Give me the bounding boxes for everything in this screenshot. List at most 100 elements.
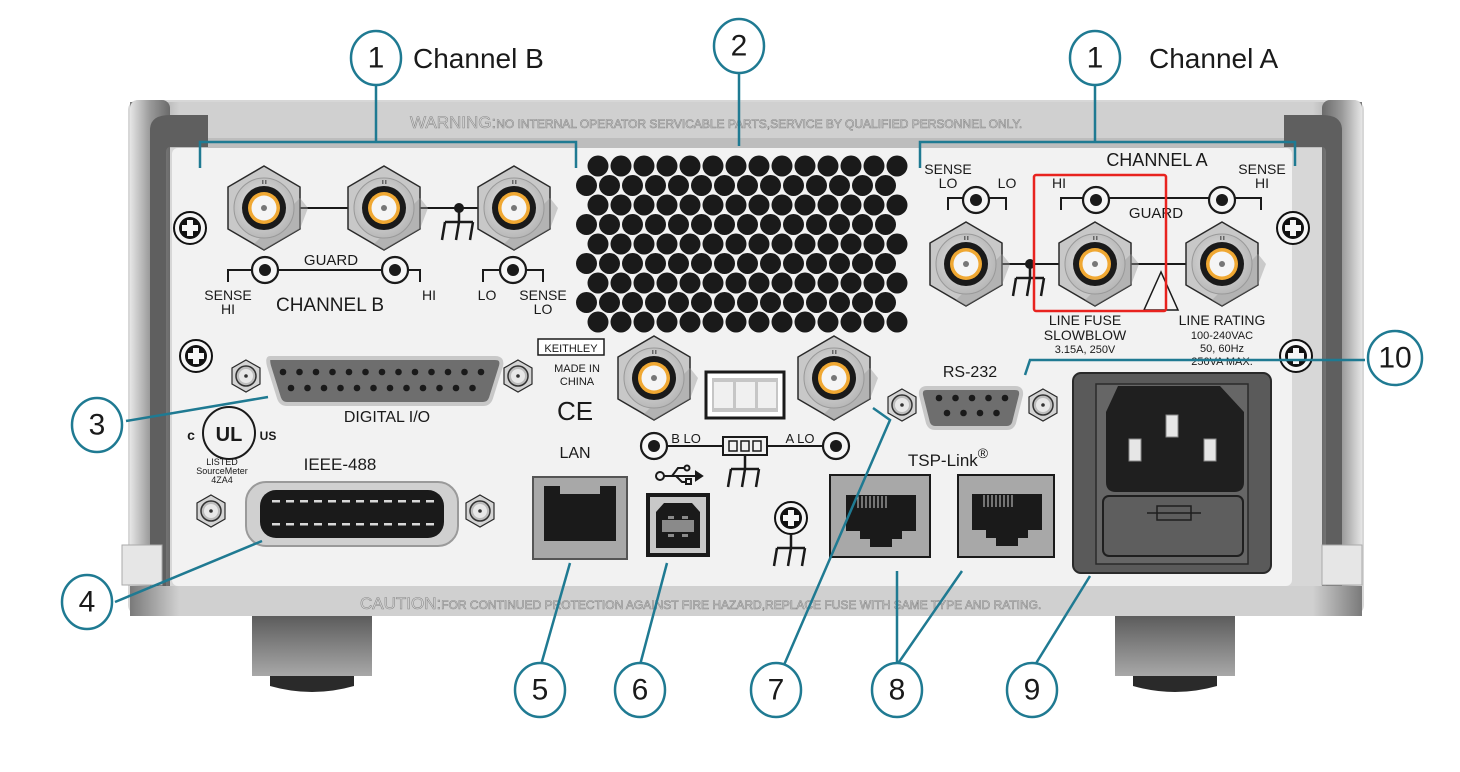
vent-hole bbox=[668, 175, 689, 196]
power-inlet[interactable] bbox=[1106, 386, 1244, 492]
svg-text:A LO: A LO bbox=[786, 431, 815, 446]
vent-hole bbox=[633, 272, 655, 294]
svg-text:3: 3 bbox=[89, 409, 106, 442]
vent-hole bbox=[702, 272, 724, 294]
panel-screw-icon bbox=[1276, 211, 1310, 245]
pin bbox=[296, 368, 303, 376]
vent-hole bbox=[783, 253, 804, 274]
vent-hole bbox=[748, 272, 770, 294]
vent-hole bbox=[622, 292, 643, 313]
keithley-logo: KEITHLEY bbox=[544, 343, 598, 355]
vent-hole bbox=[840, 194, 862, 216]
panel-screw-icon bbox=[179, 339, 213, 373]
vent-hole bbox=[840, 233, 862, 255]
vent-hole bbox=[702, 155, 724, 177]
ul-mark: c UL US LISTED SourceMeter 4ZA4 bbox=[187, 406, 276, 485]
vent-hole bbox=[576, 292, 597, 313]
pin bbox=[342, 500, 350, 503]
vent-hole bbox=[645, 175, 666, 196]
vent-hole bbox=[783, 292, 804, 313]
rs232-label: RS-232 bbox=[943, 364, 997, 381]
vent-hole bbox=[656, 311, 678, 333]
svg-text:UL: UL bbox=[216, 424, 243, 446]
vent-hole bbox=[840, 311, 862, 333]
sense-hi-label: SENSE bbox=[204, 287, 251, 303]
vent-hole bbox=[829, 253, 850, 274]
svg-text:2: 2 bbox=[731, 30, 748, 63]
lo-label: LO bbox=[478, 287, 497, 303]
vent-hole bbox=[679, 272, 701, 294]
vent-hole bbox=[760, 292, 781, 313]
tsp-link-port-1[interactable] bbox=[829, 474, 931, 558]
svg-text:B LO: B LO bbox=[671, 431, 701, 446]
guard-label: GUARD bbox=[304, 252, 358, 269]
interlock-switch[interactable] bbox=[704, 370, 786, 420]
digital-io-port[interactable] bbox=[266, 356, 504, 406]
chassis-ground-screw-icon[interactable] bbox=[774, 501, 808, 535]
pin bbox=[287, 384, 295, 392]
vent-hole bbox=[771, 194, 793, 216]
pin bbox=[952, 394, 959, 402]
vent-hole bbox=[852, 175, 873, 196]
pin bbox=[314, 523, 322, 526]
vent-hole bbox=[737, 292, 758, 313]
vent-hole bbox=[622, 175, 643, 196]
vent-hole bbox=[817, 272, 839, 294]
sense-lo-label: SENSE bbox=[924, 161, 971, 177]
panel-screw-icon bbox=[1279, 339, 1313, 373]
pin bbox=[419, 384, 427, 392]
svg-text:9: 9 bbox=[1024, 674, 1041, 707]
svg-text:4ZA4: 4ZA4 bbox=[211, 475, 233, 485]
channel-b-label: CHANNEL B bbox=[276, 295, 384, 316]
power-module[interactable] bbox=[1072, 372, 1272, 574]
channel-a-label: CHANNEL A bbox=[1106, 150, 1207, 170]
channel-a-connectors: CHANNEL A SENSE LO LO HI SENSE HI GUARD … bbox=[924, 150, 1310, 368]
vent-hole bbox=[633, 311, 655, 333]
vent-hole bbox=[725, 194, 747, 216]
rs232-port[interactable] bbox=[918, 386, 1024, 430]
warning-text: WARNING:NO INTERNAL OPERATOR SERVICABLE … bbox=[410, 113, 1022, 132]
svg-text:SourceMeter: SourceMeter bbox=[196, 466, 248, 476]
svg-text:50, 60Hz: 50, 60Hz bbox=[1200, 343, 1244, 355]
pin bbox=[976, 409, 984, 417]
vent-hole bbox=[748, 155, 770, 177]
pin bbox=[329, 368, 336, 376]
hi-label: HI bbox=[1052, 175, 1066, 191]
pin bbox=[985, 394, 992, 402]
fuse-drawer[interactable] bbox=[1102, 495, 1244, 557]
vent-hole bbox=[875, 175, 896, 196]
vent-hole bbox=[679, 311, 701, 333]
vent-hole bbox=[852, 214, 873, 235]
ieee-488-port[interactable] bbox=[245, 481, 459, 547]
pin bbox=[286, 500, 294, 503]
pin bbox=[328, 500, 336, 503]
vent-hole bbox=[702, 194, 724, 216]
tsp-link-port-2[interactable] bbox=[957, 474, 1055, 558]
vent-hole bbox=[748, 194, 770, 216]
vent-hole bbox=[875, 253, 896, 274]
callout-6: 6 bbox=[613, 661, 667, 719]
panel-screw-icon bbox=[173, 211, 207, 245]
io-section: DIGITAL I/O c UL US LISTED SourceMeter 4… bbox=[179, 335, 1313, 574]
a-lo-jack[interactable] bbox=[821, 431, 851, 461]
lan-port[interactable] bbox=[532, 476, 628, 560]
vent-hole bbox=[691, 292, 712, 313]
vent-hole bbox=[633, 194, 655, 216]
usb-port[interactable] bbox=[646, 493, 710, 557]
svg-text:LO: LO bbox=[534, 301, 553, 317]
pin bbox=[398, 523, 406, 526]
svg-text:250VA MAX.: 250VA MAX. bbox=[1191, 356, 1253, 368]
svg-text:c: c bbox=[187, 427, 195, 443]
pin bbox=[312, 368, 320, 376]
vent-hole bbox=[691, 253, 712, 274]
b-lo-jack[interactable] bbox=[639, 431, 669, 461]
svg-text:8: 8 bbox=[889, 674, 906, 707]
pin bbox=[398, 500, 406, 503]
vent-hole bbox=[691, 214, 712, 235]
vent-hole bbox=[886, 194, 908, 216]
callout-4: 4 bbox=[60, 573, 114, 631]
pin bbox=[1001, 394, 1009, 402]
pin bbox=[993, 409, 1000, 417]
pin bbox=[428, 368, 435, 376]
vent-hole bbox=[840, 155, 862, 177]
